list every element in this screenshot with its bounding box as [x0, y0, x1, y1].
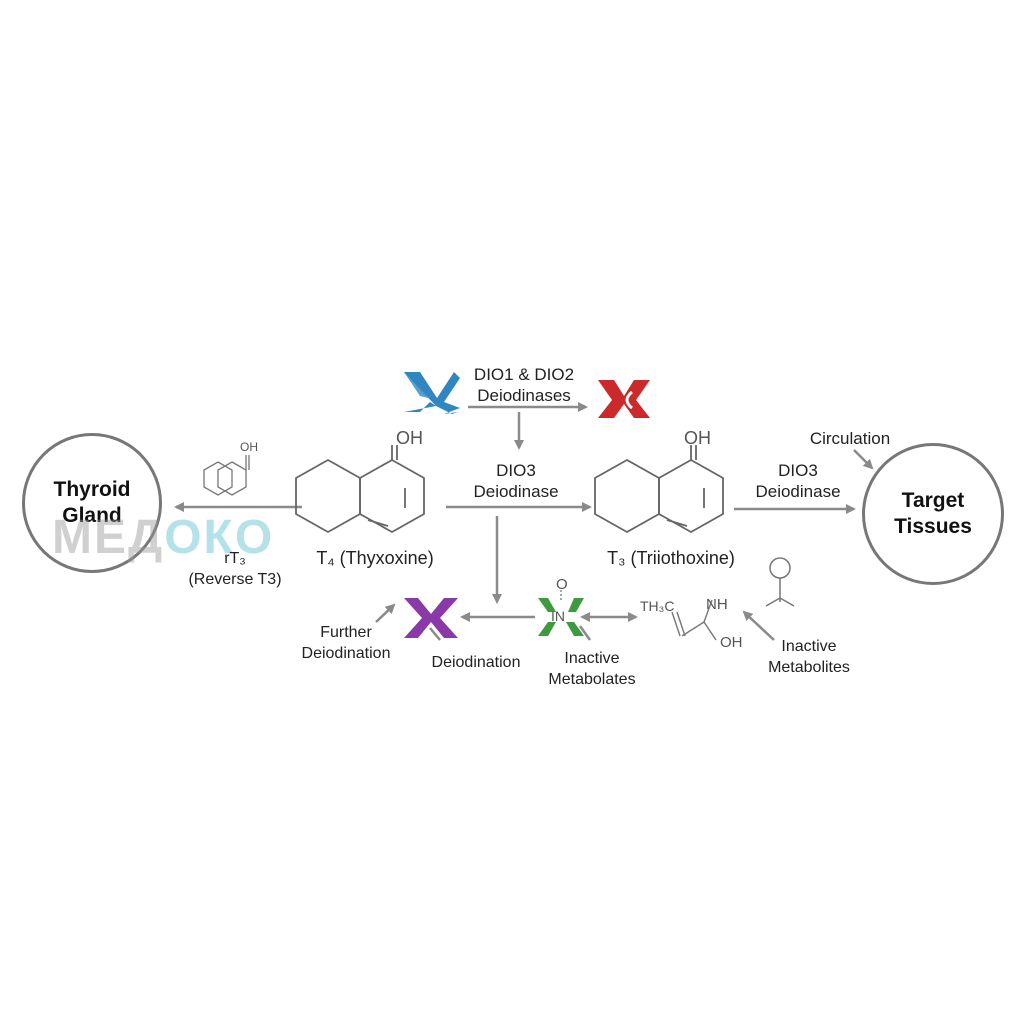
lollipop-structure	[765, 557, 795, 607]
t4-label: T₄ (Thyxoxine)	[316, 548, 434, 568]
green-n-label: IN	[551, 608, 565, 624]
green-enzyme-icon	[538, 598, 584, 636]
circulation-label: Circulation	[809, 429, 891, 448]
target-tissues-node: Target Tissues	[862, 443, 1004, 585]
th3c-label: TH₃C	[640, 598, 675, 614]
metabolite-chain-structure	[671, 599, 717, 641]
rt3-label: rT₃ (Reverse T3)	[188, 550, 282, 588]
pointer-deiodination	[429, 627, 441, 641]
t3-oh-label: OH	[684, 428, 711, 448]
dio3-right-label: DIO3 Deiodinase	[755, 461, 841, 501]
watermark-logo: МЕДОКО	[52, 511, 275, 564]
green-o-label: O	[556, 576, 568, 593]
oh-chain-label: OH	[720, 634, 743, 651]
t4-oh-label: OH	[396, 428, 423, 448]
dio12-label: DIO1 & DIO2 Deiodinases	[473, 365, 575, 405]
t3-structure	[594, 445, 724, 534]
purple-enzyme-icon	[404, 598, 458, 638]
target-tissues-label: Target Tissues	[894, 489, 972, 538]
thyroid-gland-node: Thyroid Gland	[22, 433, 162, 573]
arrow-circulation	[853, 449, 874, 470]
pointer-inactive-metabolates	[578, 625, 592, 641]
dio3-center-label: DIO3 Deiodinase	[473, 461, 559, 501]
inactive-metabolites-label: Inactive Metabolites	[768, 638, 850, 676]
rt3-structure	[203, 455, 250, 496]
arrow-further-deiodination	[375, 603, 396, 623]
blue-enzyme-icon	[404, 372, 460, 414]
t4-structure	[295, 445, 425, 534]
thyroid-gland-label: Thyroid Gland	[53, 478, 131, 527]
red-enzyme-icon	[598, 380, 650, 418]
arrow-inactive-metabolites	[742, 610, 775, 641]
inactive-metabolates-label: Inactive Metabolates	[548, 650, 636, 688]
rt3-oh-label: OH	[240, 440, 258, 454]
t3-label: T₃ (Triiothoxine)	[607, 548, 735, 568]
further-deiodination-label: Further Deiodination	[301, 624, 391, 662]
nh-label: NH	[706, 596, 728, 613]
deiodination-label: Deiodination	[431, 654, 521, 671]
